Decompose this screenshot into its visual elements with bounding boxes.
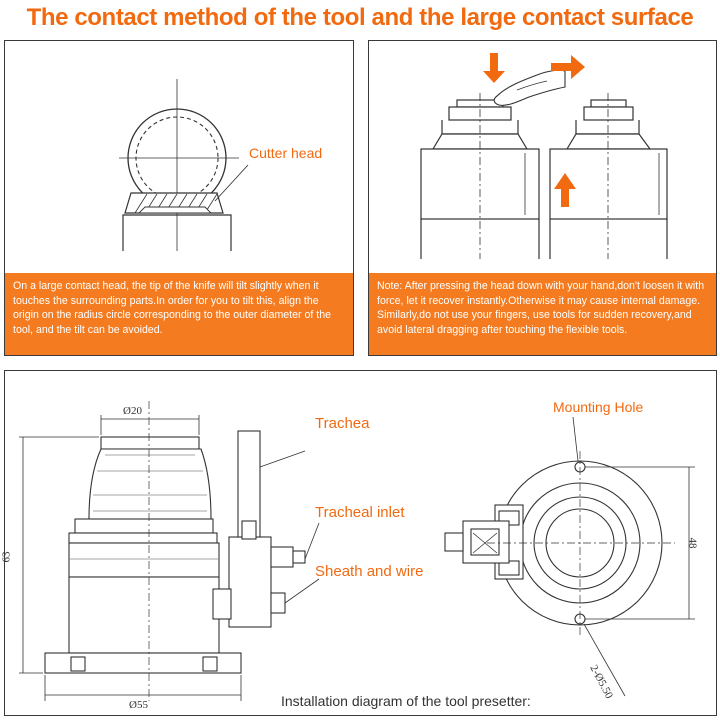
- down-arrow-icon: [483, 53, 505, 83]
- tracheal-inlet-label: Tracheal inlet: [315, 504, 405, 521]
- top-view-dimension-lines: [572, 416, 695, 697]
- presetter-side-view: [44, 430, 306, 674]
- dimension-lines: [19, 415, 320, 701]
- installation-panel: Ø20 63 Ø55 48 2-Ø5.50 Trachea Tracheal i…: [0, 370, 717, 716]
- leader-line: [214, 164, 249, 202]
- press-recovery-note: Note: After pressing the head down with …: [369, 273, 716, 355]
- installation-drawing: [19, 401, 695, 701]
- press-recovery-drawing: [420, 53, 668, 259]
- dim-height: 63: [0, 551, 13, 563]
- sheath-and-wire-label: Sheath and wire: [315, 563, 424, 580]
- mounting-hole-label: Mounting Hole: [553, 399, 644, 415]
- contact-note: On a large contact head, the tip of the …: [5, 273, 353, 355]
- contact-method-panel: Cutter head On a large contact head, the…: [4, 40, 354, 356]
- up-arrow-icon: [554, 173, 576, 207]
- dim-top-diameter: Ø20: [123, 405, 142, 417]
- diagram-caption: Installation diagram of the tool presett…: [281, 693, 531, 709]
- press-recovery-panel: Note: After pressing the head down with …: [368, 40, 717, 356]
- finger-icon: [493, 69, 566, 106]
- base-body: [122, 214, 232, 251]
- trachea-label: Trachea: [315, 415, 370, 432]
- cutter-head-drawing: [119, 79, 249, 251]
- cutter-head-label: Cutter head: [249, 145, 323, 161]
- dim-bolt-span: 48: [686, 537, 699, 549]
- page-title: The contact method of the tool and the l…: [26, 4, 694, 31]
- right-arrow-icon: [551, 55, 585, 79]
- dim-base-diameter: Ø55: [129, 699, 148, 711]
